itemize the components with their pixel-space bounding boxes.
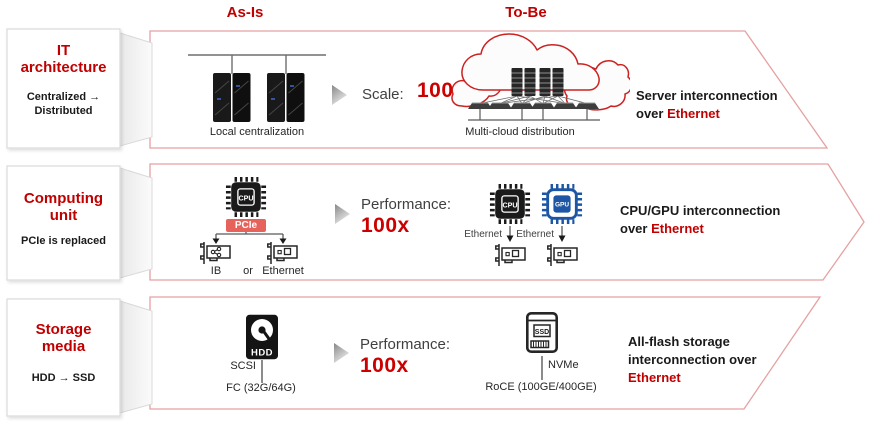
nic-card-ib-icon bbox=[200, 242, 231, 264]
to-be-caption-row1: Multi-cloud distribution bbox=[465, 126, 575, 138]
cpu-chip-label: CPU bbox=[238, 194, 253, 202]
down-arrow bbox=[558, 226, 566, 242]
ssd-icon: SSD bbox=[526, 312, 558, 353]
benefit-row3: All-flash storage interconnection over E… bbox=[628, 333, 778, 388]
metric-value-row2: 100x bbox=[361, 214, 410, 237]
connector-line bbox=[541, 356, 543, 380]
benefit-row1: Server interconnection over Ethernet bbox=[636, 87, 791, 123]
header-to-be: To-Be bbox=[505, 4, 547, 21]
nic-label-ib: IB bbox=[210, 265, 222, 277]
cpu-chip-icon: CPU bbox=[489, 183, 531, 225]
gpu-chip-icon: GPU bbox=[541, 183, 583, 225]
nic-label-ethernet: Ethernet bbox=[262, 265, 304, 277]
benefit-text: CPU/GPU interconnection over bbox=[620, 203, 781, 237]
cpu-chip-icon: CPU bbox=[225, 176, 267, 218]
down-arrow bbox=[506, 226, 514, 242]
hdd-icon: HDD bbox=[246, 314, 278, 360]
hdd-label: HDD bbox=[251, 348, 273, 359]
row2-title: Computing unit bbox=[23, 190, 104, 225]
server-rack-icon bbox=[188, 54, 326, 122]
nic-card-ethernet-icon bbox=[267, 242, 298, 264]
as-is-caption-row1: Local centralization bbox=[209, 126, 305, 138]
row2-subtitle: PCIe is replaced bbox=[21, 235, 106, 247]
cpu-chip-label: CPU bbox=[502, 201, 517, 209]
nvme-label: NVMe bbox=[548, 359, 579, 371]
ethernet-link-label-cpu: Ethernet bbox=[464, 229, 502, 240]
metric-label-row1: Scale: bbox=[362, 86, 404, 103]
row-label-boxes bbox=[6, 28, 153, 417]
metric-label-row2: Performance: bbox=[361, 196, 452, 213]
ethernet-link-label-gpu: Ethernet bbox=[516, 229, 554, 240]
chevron-icon bbox=[335, 204, 350, 224]
ethernet-highlight: Ethernet bbox=[651, 221, 704, 237]
ethernet-highlight: Ethernet bbox=[667, 106, 720, 122]
gpu-chip-label: GPU bbox=[555, 201, 569, 208]
or-label: or bbox=[243, 265, 253, 277]
row3-title: Storage media bbox=[35, 321, 92, 356]
row1-title: IT architecture bbox=[20, 42, 107, 77]
benefit-row2: CPU/GPU interconnection over Ethernet bbox=[620, 202, 805, 238]
multi-cloud-icon bbox=[451, 33, 630, 121]
header-as-is: As-Is bbox=[226, 4, 264, 21]
ssd-label: SSD bbox=[535, 329, 549, 336]
benefit-text: All-flash storage interconnection over bbox=[628, 334, 757, 368]
nic-card-ethernet-icon bbox=[547, 244, 578, 266]
roce-link-label: RoCE (100GE/400GE) bbox=[485, 381, 597, 393]
benefit-text: Server interconnection over bbox=[636, 88, 778, 122]
fc-link-label: FC (32G/64G) bbox=[226, 382, 296, 394]
metric-value-row3: 100x bbox=[360, 354, 409, 377]
nic-card-ethernet-icon bbox=[495, 244, 526, 266]
ethernet-highlight: Ethernet bbox=[628, 370, 681, 386]
scsi-label: SCSI bbox=[230, 360, 256, 372]
pcie-split-connector bbox=[212, 232, 287, 244]
pcie-badge: PCIe bbox=[226, 219, 266, 232]
row3-subtitle: HDD → SSD bbox=[31, 372, 96, 384]
row1-subtitle: Centralized → Distributed bbox=[26, 91, 101, 118]
cloud-servers bbox=[468, 68, 600, 121]
chevron-icon bbox=[332, 85, 347, 105]
metric-label-row3: Performance: bbox=[360, 336, 451, 353]
chevron-icon bbox=[334, 343, 349, 363]
connector-line bbox=[261, 360, 263, 383]
